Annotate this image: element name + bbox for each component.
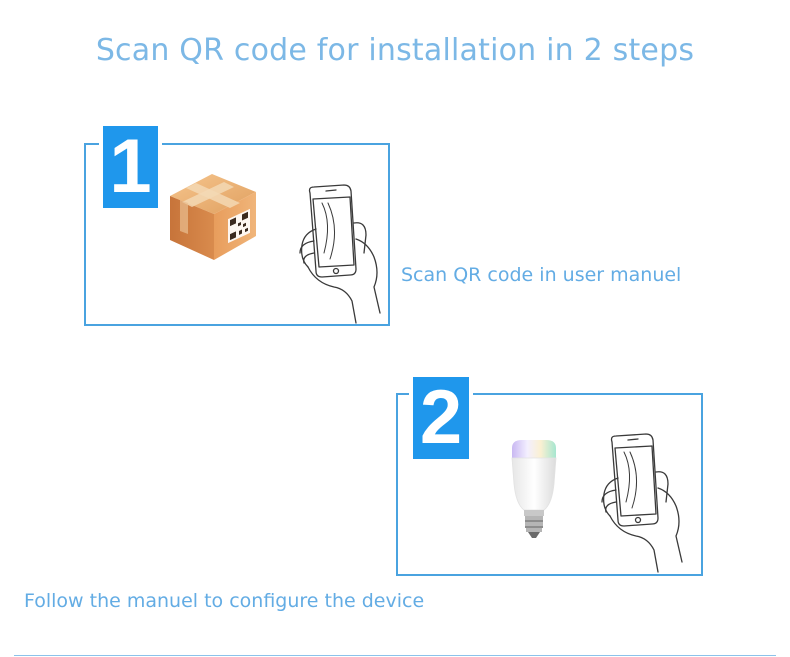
step-1-frame [84, 143, 390, 326]
hand-holding-phone-icon [299, 184, 381, 324]
qr-code-icon [228, 208, 250, 244]
step-1-badge: 1 [103, 126, 158, 208]
package-box-icon [170, 174, 256, 260]
step-2-badge: 2 [413, 377, 469, 459]
page-title: Scan QR code for installation in 2 steps [95, 33, 695, 68]
smart-bulb-icon [511, 440, 557, 538]
step-2-caption: Follow the manuel to configure the devic… [24, 590, 425, 612]
step-2-frame [396, 393, 703, 576]
bottom-divider [14, 655, 776, 656]
hand-holding-phone-icon [601, 433, 683, 573]
step-1-caption: Scan QR code in user manuel [401, 264, 682, 286]
